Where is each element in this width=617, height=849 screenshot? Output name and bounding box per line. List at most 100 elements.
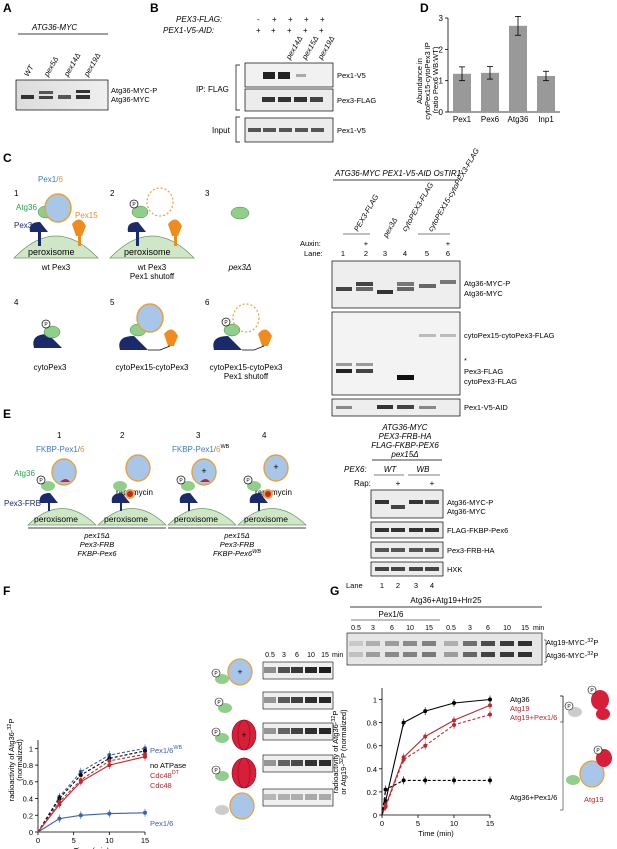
series-line bbox=[37, 812, 146, 833]
gel-band bbox=[349, 641, 363, 646]
strain-label: ATG36-MYC PEX1-V5-AID OsTIR1 bbox=[334, 169, 461, 178]
series-label: Atg19 bbox=[510, 704, 530, 713]
cartoon-caption: wt Pex3 bbox=[137, 263, 167, 272]
band-label: cytoPex15-cytoPex3-FLAG bbox=[464, 331, 555, 340]
x-tick-label: Atg36 bbox=[508, 115, 529, 124]
row-value: + bbox=[271, 26, 276, 35]
svg-text:P: P bbox=[179, 478, 183, 484]
gel-band bbox=[403, 641, 417, 646]
gel-band bbox=[463, 652, 477, 657]
cartoon-number: 3 bbox=[205, 189, 210, 198]
genotype-label: Pex3-FRB bbox=[220, 540, 255, 549]
svg-text:P: P bbox=[132, 202, 136, 208]
gel-band bbox=[444, 652, 458, 657]
cartoon-number: 4 bbox=[262, 431, 267, 440]
series-label: Atg36+Pex1/6 bbox=[510, 793, 557, 802]
cartoon-caption: cytoPex15-cytoPex3 bbox=[210, 363, 283, 372]
gel-band bbox=[385, 652, 399, 657]
row-value: + bbox=[272, 15, 277, 24]
cartoon-caption: cytoPex15-cytoPex3 bbox=[116, 363, 189, 372]
ip-label: IP: FLAG bbox=[196, 85, 229, 94]
blot bbox=[331, 398, 461, 417]
band-label: cytoPex3-FLAG bbox=[464, 377, 517, 386]
x-tick-label: Pex1 bbox=[453, 115, 472, 124]
time-label: 15 bbox=[521, 625, 529, 632]
gel-band bbox=[366, 641, 380, 646]
panel-a: ATG36-MYC WT pex5Δ pex14Δ pex19Δ Atg36-M… bbox=[15, 23, 157, 111]
x-axis-label: Time (min) bbox=[74, 846, 110, 849]
lane-label: pex5Δ bbox=[41, 55, 60, 79]
series-label: Cdc48 bbox=[150, 781, 172, 790]
svg-text:P: P bbox=[44, 322, 48, 328]
gel-band bbox=[305, 667, 317, 673]
series-line bbox=[37, 756, 146, 833]
time-label: 15 bbox=[425, 625, 433, 632]
y-tick-label: 0.2 bbox=[23, 811, 33, 820]
column-label: pex3Δ bbox=[380, 216, 399, 240]
row-value: + bbox=[319, 26, 324, 35]
panel-letter-b: B bbox=[150, 1, 159, 15]
band-label: HXK bbox=[447, 565, 462, 574]
row-value: + bbox=[256, 26, 261, 35]
series-label: Atg36 bbox=[510, 695, 530, 704]
y-axis-label: (normalized) bbox=[15, 739, 24, 781]
strain-label: ATG36-MYC bbox=[381, 423, 427, 432]
svg-text:+: + bbox=[273, 462, 278, 472]
lane-number: 6 bbox=[446, 249, 450, 258]
time-label: 0.5 bbox=[265, 652, 275, 659]
panel-letter-c: C bbox=[3, 151, 12, 165]
time-label: 0.5 bbox=[446, 625, 456, 632]
genotype-label: pex15Δ bbox=[223, 531, 249, 540]
lane-label: Lane: bbox=[304, 249, 323, 258]
svg-text:P: P bbox=[39, 478, 43, 484]
y-axis-label: radioactivity of Atg36-32P bbox=[7, 719, 16, 802]
svg-text:P: P bbox=[214, 730, 218, 736]
panel-c: 1 2 3 4 5 6 peroxisome Pex1/6 Atg36 Pex3… bbox=[13, 146, 555, 417]
cartoon-number: 1 bbox=[14, 189, 19, 198]
time-label: 6 bbox=[295, 652, 299, 659]
row-value: + bbox=[304, 15, 309, 24]
time-label: 15 bbox=[321, 652, 329, 659]
lane-number: 1 bbox=[380, 581, 384, 590]
svg-text:P: P bbox=[214, 671, 218, 677]
cartoon-caption: wt Pex3 bbox=[41, 263, 71, 272]
panel-g: Atg36+Atg19+Hrr25 Pex1/6 0.5 3 6 10 15 0… bbox=[331, 596, 612, 838]
series-line bbox=[381, 714, 491, 816]
blot bbox=[331, 311, 461, 396]
time-label: 10 bbox=[307, 652, 315, 659]
f-icon-4: P bbox=[211, 757, 257, 789]
x-axis-label: Time (min) bbox=[418, 829, 454, 838]
x-tick-label: 15 bbox=[486, 819, 494, 828]
gel-band bbox=[319, 794, 331, 800]
panel-d: Abundance in cytoPex15-cytoPex3 IP (rati… bbox=[415, 14, 560, 124]
panel-b: PEX3-FLAG: PEX1-V5-AID: - + + + + + + + … bbox=[163, 15, 376, 143]
cartoon-pex1-shutoff: peroxisome P wt Pex3 Pex1 shutoff bbox=[109, 187, 195, 281]
gel-band bbox=[291, 667, 303, 673]
atg36-label: Atg36 bbox=[16, 203, 37, 212]
atg19-legend: Atg19 bbox=[584, 795, 604, 804]
row-value: + bbox=[288, 15, 293, 24]
g-header: Atg36+Atg19+Hrr25 bbox=[410, 596, 482, 605]
gel-band bbox=[291, 760, 303, 766]
svg-text:P: P bbox=[217, 700, 221, 706]
panel-a-title: ATG36-MYC bbox=[31, 23, 77, 32]
gel-band bbox=[278, 794, 290, 800]
gel-band bbox=[264, 760, 276, 766]
input-label: Input bbox=[212, 126, 231, 135]
bar bbox=[509, 25, 527, 112]
cartoon-caption: pex3Δ bbox=[228, 263, 252, 272]
svg-text:FKBP-Pex1/6: FKBP-Pex1/6 bbox=[36, 445, 85, 454]
gel-band bbox=[422, 652, 436, 657]
time-unit: min bbox=[332, 652, 343, 659]
pex3frb-label: Pex3-FRB bbox=[4, 499, 41, 508]
y-tick-label: 1 bbox=[373, 696, 377, 705]
pex15-label: Pex15 bbox=[75, 211, 98, 220]
band-label: Pex1-V5 bbox=[337, 71, 366, 80]
gel-bands-f bbox=[264, 667, 331, 800]
band-label: Pex3-FLAG bbox=[464, 367, 503, 376]
x-tick-label: 15 bbox=[141, 836, 149, 845]
panel-letter-d: D bbox=[420, 1, 429, 15]
gel-band bbox=[305, 728, 317, 734]
f-icon-5 bbox=[215, 792, 255, 820]
blot bbox=[370, 561, 444, 577]
